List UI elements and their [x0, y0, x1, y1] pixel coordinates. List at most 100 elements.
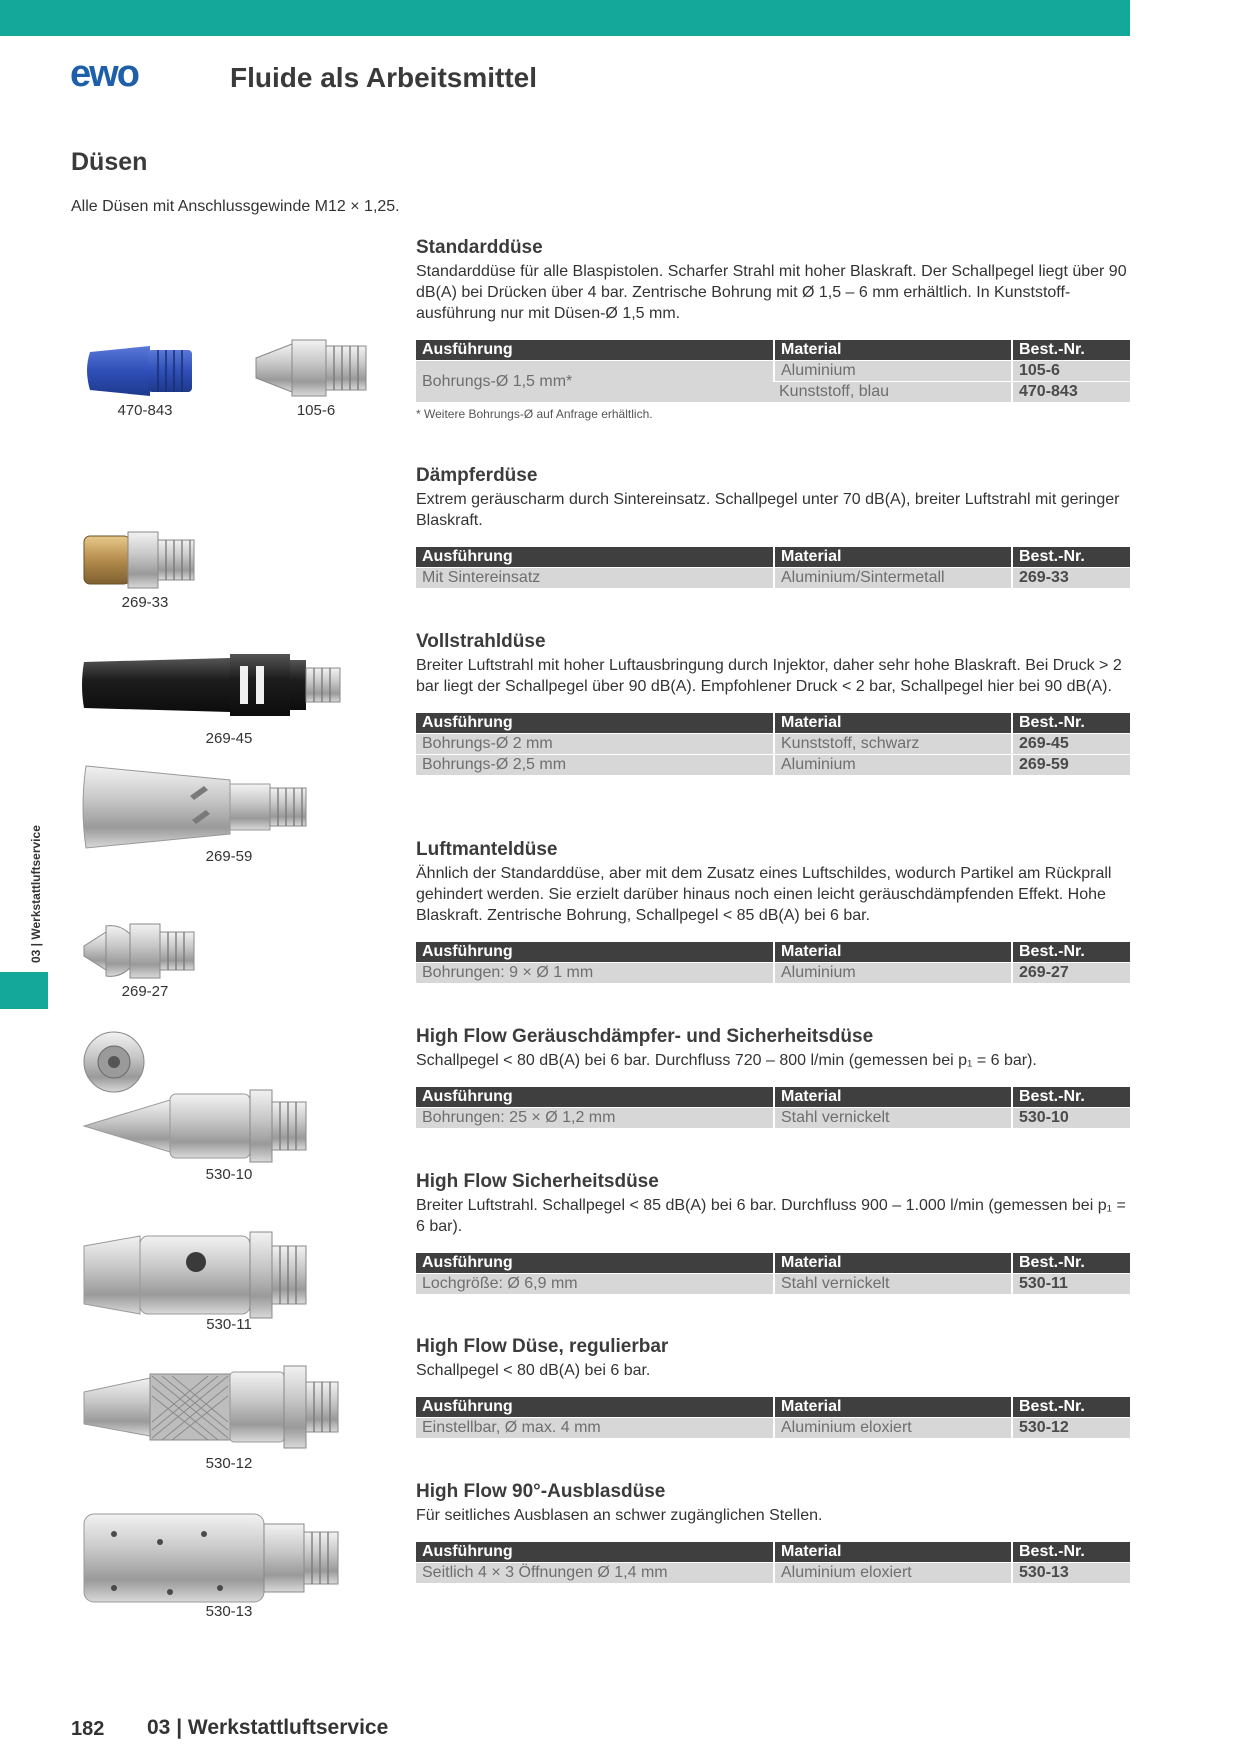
cell-best-nr: 530-10: [1011, 1107, 1130, 1128]
header-material: Material: [773, 340, 1011, 360]
cell-ausfuehrung: Bohrungs-Ø 1,5 mm*: [416, 360, 773, 402]
top-accent-bar: [0, 0, 1130, 36]
image-caption: 269-59: [205, 848, 253, 865]
header-best-nr: Best.-Nr.: [1011, 1087, 1130, 1107]
product-daempferduese: Dämpferdüse Extrem geräuscharm durch Sin…: [416, 465, 1130, 588]
product-vollstrahlduese: Vollstrahldüse Breiter Luftstrahl mit ho…: [416, 631, 1130, 775]
product-description: Standarddüse für alle Blaspistolen. Scha…: [416, 263, 1127, 322]
image-caption: 530-10: [205, 1166, 253, 1183]
product-highflow-90-ausblasduese: High Flow 90°-Ausblasdüse Für seitliches…: [416, 1481, 1130, 1583]
image-caption: 105-6: [296, 402, 336, 419]
header-best-nr: Best.-Nr.: [1011, 547, 1130, 567]
image-caption: 470-843: [117, 402, 173, 419]
header-material: Material: [773, 942, 1011, 962]
cell-ausfuehrung: Bohrungs-Ø 2,5 mm: [416, 754, 773, 775]
header-best-nr: Best.-Nr.: [1011, 1253, 1130, 1273]
product-title: Vollstrahldüse: [416, 631, 546, 652]
cell-material: Stahl vernickelt: [773, 1273, 1011, 1294]
cell-ausfuehrung: Einstellbar, Ø max. 4 mm: [416, 1417, 773, 1438]
cell-material: Aluminium: [773, 754, 1011, 775]
product-title: Standarddüse: [416, 237, 543, 258]
cell-best-nr: 269-59: [1011, 754, 1130, 775]
cell-best-nr: 530-12: [1011, 1417, 1130, 1438]
page-number: 182: [71, 1718, 105, 1740]
spec-table: Ausführung Material Best.-Nr. Mit Sinter…: [416, 547, 1130, 588]
header-best-nr: Best.-Nr.: [1011, 713, 1130, 733]
nozzle-530-11-image: [83, 1231, 307, 1319]
nozzle-269-33-image: [83, 531, 195, 589]
spec-table: Ausführung Material Best.-Nr. Bohrungen:…: [416, 1087, 1130, 1128]
nozzle-105-6-image: [255, 339, 367, 397]
page-title: Fluide als Arbeitsmittel: [230, 62, 538, 93]
product-highflow-sicherheitsduese: High Flow Sicherheitsdüse Breiter Luftst…: [416, 1171, 1130, 1294]
nozzle-530-12-image: [83, 1365, 339, 1449]
cell-best-nr: 105-6: [1011, 360, 1130, 381]
cell-ausfuehrung: Seitlich 4 × 3 Öffnungen Ø 1,4 mm: [416, 1562, 773, 1583]
footnote: * Weitere Bohrungs-Ø auf Anfrage erhältl…: [416, 407, 653, 421]
product-description: Schallpegel < 80 dB(A) bei 6 bar.: [416, 1362, 651, 1379]
cell-best-nr: 269-27: [1011, 962, 1130, 983]
product-standardduese: Standarddüse Standarddüse für alle Blasp…: [416, 237, 1130, 421]
product-highflow-regulierbar: High Flow Düse, regulierbar Schallpegel …: [416, 1336, 1130, 1438]
spec-table: Ausführung Material Best.-Nr. Einstellba…: [416, 1397, 1130, 1438]
nozzle-269-59-image: [82, 765, 307, 849]
header-ausfuehrung: Ausführung: [416, 1253, 773, 1273]
product-title: High Flow Sicherheitsdüse: [416, 1171, 659, 1192]
section-title: Düsen: [71, 148, 148, 176]
ewo-logo: ewo: [70, 56, 141, 94]
product-description: Ähnlich der Standarddüse, aber mit dem Z…: [416, 865, 1112, 924]
table-row: Kunststoff, blau 470-843: [416, 381, 1130, 402]
cell-best-nr: 470-843: [1011, 381, 1130, 402]
table-row: Bohrungen: 9 × Ø 1 mm Aluminium 269-27: [416, 962, 1130, 983]
cell-best-nr: 269-33: [1011, 567, 1130, 588]
spec-table: Ausführung Material Best.-Nr. Bohrungs-Ø…: [416, 713, 1130, 775]
header-ausfuehrung: Ausführung: [416, 1087, 773, 1107]
image-caption: 530-12: [205, 1455, 253, 1472]
image-caption: 269-33: [121, 594, 169, 611]
image-caption: 530-13: [205, 1603, 253, 1620]
header-material: Material: [773, 547, 1011, 567]
table-row: Bohrungs-Ø 2,5 mm Aluminium 269-59: [416, 754, 1130, 775]
spec-table: Ausführung Material Best.-Nr. Lochgröße:…: [416, 1253, 1130, 1294]
product-description: Extrem geräuscharm durch Sintereinsatz. …: [416, 491, 1120, 529]
product-description: Breiter Luftstrahl mit hoher Luftausbrin…: [416, 657, 1122, 695]
cell-material: Aluminium: [773, 360, 1011, 381]
nozzle-530-10-image: [82, 1031, 307, 1163]
product-title: High Flow Düse, regulierbar: [416, 1336, 669, 1357]
cell-material: Aluminium/Sintermetall: [773, 567, 1011, 588]
table-row: Bohrungs-Ø 2 mm Kunststoff, schwarz 269-…: [416, 733, 1130, 754]
product-title: Luftmanteldüse: [416, 839, 558, 860]
spec-table: Ausführung Material Best.-Nr. Bohrungen:…: [416, 942, 1130, 983]
header-best-nr: Best.-Nr.: [1011, 1397, 1130, 1417]
cell-ausfuehrung: Mit Sintereinsatz: [416, 567, 773, 588]
product-highflow-geraeuschdaempfer: High Flow Geräuschdämpfer- und Sicherhei…: [416, 1026, 1130, 1128]
header-ausfuehrung: Ausführung: [416, 1397, 773, 1417]
product-title: High Flow 90°-Ausblasdüse: [416, 1481, 666, 1502]
sidebar-chapter-tab: [0, 972, 48, 1009]
nozzle-269-45-image: [82, 654, 341, 716]
product-title: Dämpferdüse: [416, 465, 538, 486]
product-description: Für seitliches Ausblasen an schwer zugän…: [416, 1507, 823, 1524]
header-material: Material: [773, 1542, 1011, 1562]
sidebar-chapter-label: 03 | Werkstattluftservice: [29, 825, 43, 963]
table-row: Einstellbar, Ø max. 4 mm Aluminium eloxi…: [416, 1417, 1130, 1438]
header-ausfuehrung: Ausführung: [416, 1542, 773, 1562]
nozzle-530-13-image: [83, 1513, 339, 1603]
cell-material: Aluminium eloxiert: [773, 1417, 1011, 1438]
image-caption: 530-11: [206, 1316, 252, 1333]
header-best-nr: Best.-Nr.: [1011, 942, 1130, 962]
header-material: Material: [773, 713, 1011, 733]
cell-best-nr: 530-11: [1011, 1273, 1130, 1294]
cell-best-nr: 530-13: [1011, 1562, 1130, 1583]
cell-material: Kunststoff, blau: [773, 381, 1011, 402]
header-material: Material: [773, 1253, 1011, 1273]
cell-material: Kunststoff, schwarz: [773, 733, 1011, 754]
header-best-nr: Best.-Nr.: [1011, 1542, 1130, 1562]
header-ausfuehrung: Ausführung: [416, 713, 773, 733]
cell-ausfuehrung: Lochgröße: Ø 6,9 mm: [416, 1273, 773, 1294]
header-ausfuehrung: Ausführung: [416, 340, 773, 360]
table-row: Lochgröße: Ø 6,9 mm Stahl vernickelt 530…: [416, 1273, 1130, 1294]
cell-best-nr: 269-45: [1011, 733, 1130, 754]
product-description: Schallpegel < 80 dB(A) bei 6 bar. Durchf…: [416, 1052, 1037, 1069]
cell-material: Aluminium: [773, 962, 1011, 983]
